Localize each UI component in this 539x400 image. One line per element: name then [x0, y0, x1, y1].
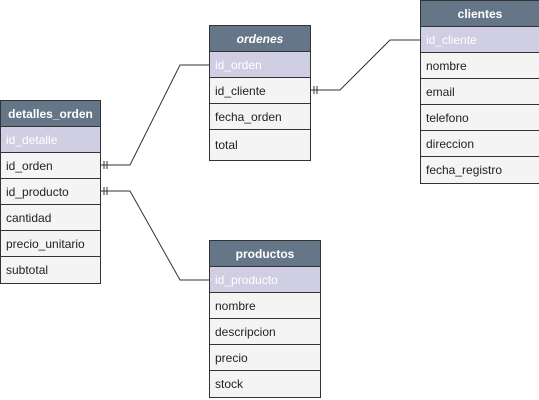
- field-nombre[interactable]: nombre: [210, 293, 320, 319]
- field-subtotal[interactable]: subtotal: [1, 257, 100, 283]
- field-id-cliente[interactable]: id_cliente: [210, 78, 310, 104]
- connector-ordenes-clientes[interactable]: [311, 39, 420, 91]
- table-title: clientes: [421, 1, 539, 27]
- field-nombre[interactable]: nombre: [421, 53, 539, 79]
- field-total[interactable]: total: [210, 130, 310, 160]
- field-direccion[interactable]: direccion: [421, 131, 539, 157]
- field-id-producto[interactable]: id_producto: [210, 267, 320, 293]
- field-telefono[interactable]: telefono: [421, 105, 539, 131]
- field-fecha-orden[interactable]: fecha_orden: [210, 104, 310, 130]
- field-cantidad[interactable]: cantidad: [1, 205, 100, 231]
- connector-detalles-ordenes[interactable]: [101, 64, 209, 166]
- field-email[interactable]: email: [421, 79, 539, 105]
- field-id-producto[interactable]: id_producto: [1, 179, 100, 205]
- field-descripcion[interactable]: descripcion: [210, 319, 320, 345]
- field-id-orden[interactable]: id_orden: [1, 153, 100, 179]
- table-ordenes[interactable]: ordenes id_orden id_cliente fecha_orden …: [209, 25, 311, 161]
- table-productos[interactable]: productos id_producto nombre descripcion…: [209, 240, 321, 398]
- field-id-orden[interactable]: id_orden: [210, 52, 310, 78]
- table-title: ordenes: [210, 26, 310, 52]
- field-id-detalle[interactable]: id_detalle: [1, 127, 100, 153]
- table-detalles-orden[interactable]: detalles_orden id_detalle id_orden id_pr…: [0, 100, 101, 284]
- field-precio-unitario[interactable]: precio_unitario: [1, 231, 100, 257]
- connector-detalles-productos[interactable]: [101, 190, 209, 281]
- table-title: productos: [210, 241, 320, 267]
- field-fecha-registro[interactable]: fecha_registro: [421, 157, 539, 183]
- table-title: detalles_orden: [1, 101, 100, 127]
- field-stock[interactable]: stock: [210, 371, 320, 397]
- table-clientes[interactable]: clientes id_cliente nombre email telefon…: [420, 0, 539, 184]
- field-id-cliente[interactable]: id_cliente: [421, 27, 539, 53]
- field-precio[interactable]: precio: [210, 345, 320, 371]
